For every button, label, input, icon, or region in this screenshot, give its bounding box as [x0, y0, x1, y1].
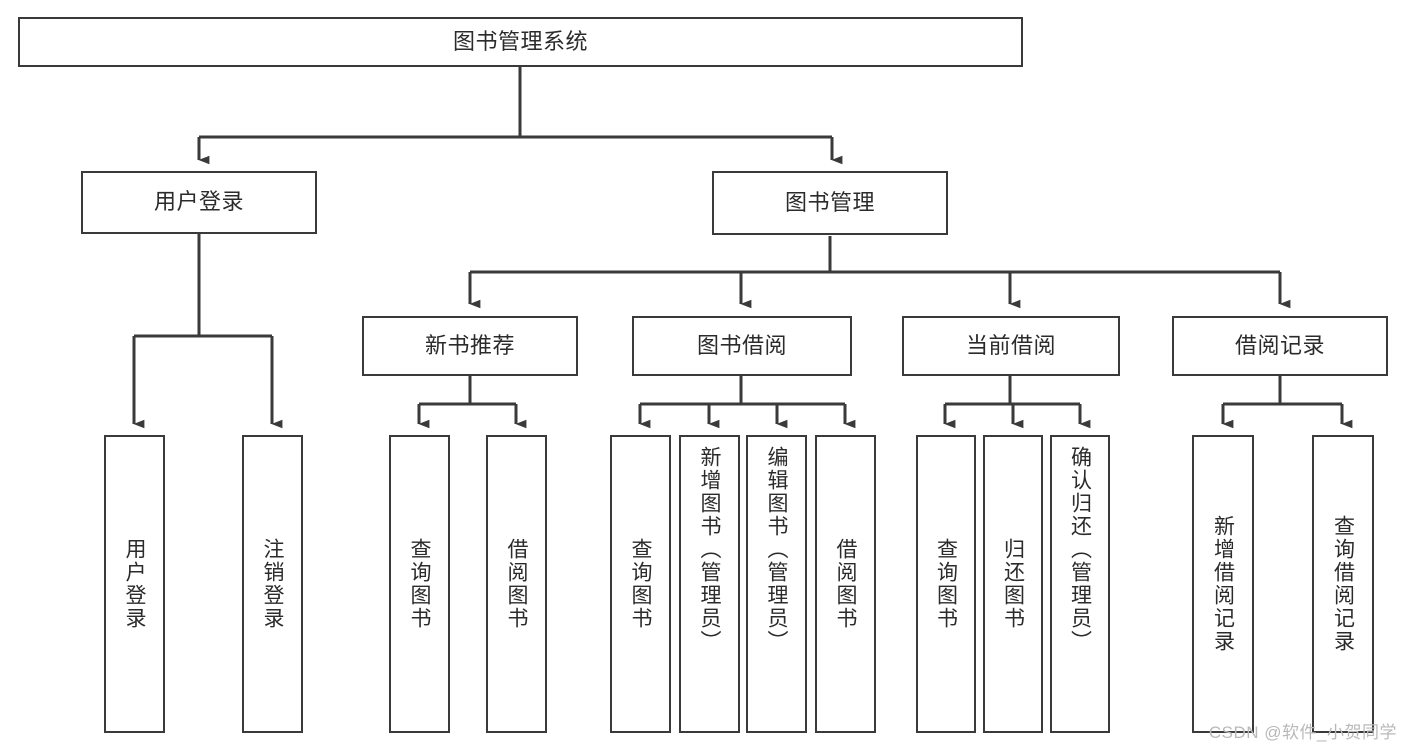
node-user-login[interactable]: 用户登录	[81, 171, 317, 234]
node-label: 查询图书	[934, 538, 958, 630]
node-label: 查询图书	[629, 538, 652, 630]
node-label: 借阅图书	[834, 538, 857, 630]
node-book-borrow[interactable]: 图书借阅	[632, 316, 852, 376]
node-label: 借阅记录	[1234, 332, 1325, 358]
node-label: 归还图书	[1001, 538, 1025, 630]
node-book-management[interactable]: 图书管理	[712, 171, 948, 235]
leaf-new-book-query-book[interactable]: 查询图书	[389, 435, 450, 733]
node-label: 图书管理	[784, 189, 875, 215]
leaf-current-borrow-return-book[interactable]: 归还图书	[983, 435, 1043, 733]
node-borrow-record[interactable]: 借阅记录	[1172, 316, 1388, 376]
node-label: 注销登录	[261, 538, 284, 630]
node-label: 查询借阅记录	[1331, 515, 1355, 653]
leaf-user-login-logout[interactable]: 注销登录	[242, 435, 303, 733]
node-label: 确认归还（管理员）	[1068, 446, 1092, 653]
node-label: 图书管理系统	[452, 28, 588, 54]
node-label: 借阅图书	[505, 538, 528, 630]
leaf-borrow-record-add-record[interactable]: 新增借阅记录	[1192, 435, 1254, 733]
node-label: 编辑图书（管理员）	[765, 446, 788, 653]
node-label: 用户登录	[123, 538, 146, 630]
node-label: 用户登录	[153, 189, 244, 215]
node-new-book-recommend[interactable]: 新书推荐	[362, 316, 578, 376]
leaf-book-borrow-add-book[interactable]: 新增图书（管理员）	[679, 435, 740, 733]
leaf-book-borrow-borrow-book[interactable]: 借阅图书	[815, 435, 876, 733]
node-book-management-system[interactable]: 图书管理系统	[18, 17, 1023, 67]
node-label: 新增借阅记录	[1211, 515, 1235, 653]
leaf-current-borrow-confirm-return[interactable]: 确认归还（管理员）	[1050, 435, 1110, 733]
node-label: 查询图书	[408, 538, 431, 630]
node-label: 新书推荐	[424, 332, 515, 358]
leaf-new-book-borrow-book[interactable]: 借阅图书	[486, 435, 547, 733]
csdn-watermark: CSDN @软件_小贺同学	[1208, 723, 1397, 742]
leaf-borrow-record-query-record[interactable]: 查询借阅记录	[1312, 435, 1374, 733]
leaf-book-borrow-query-book[interactable]: 查询图书	[610, 435, 671, 733]
node-label: 图书借阅	[696, 332, 787, 358]
leaf-current-borrow-query-book[interactable]: 查询图书	[916, 435, 976, 733]
node-label: 新增图书（管理员）	[698, 446, 721, 653]
node-label: 当前借阅	[965, 332, 1056, 358]
leaf-user-login-login[interactable]: 用户登录	[104, 435, 165, 733]
node-current-borrow[interactable]: 当前借阅	[902, 316, 1120, 376]
leaf-book-borrow-edit-book[interactable]: 编辑图书（管理员）	[746, 435, 807, 733]
